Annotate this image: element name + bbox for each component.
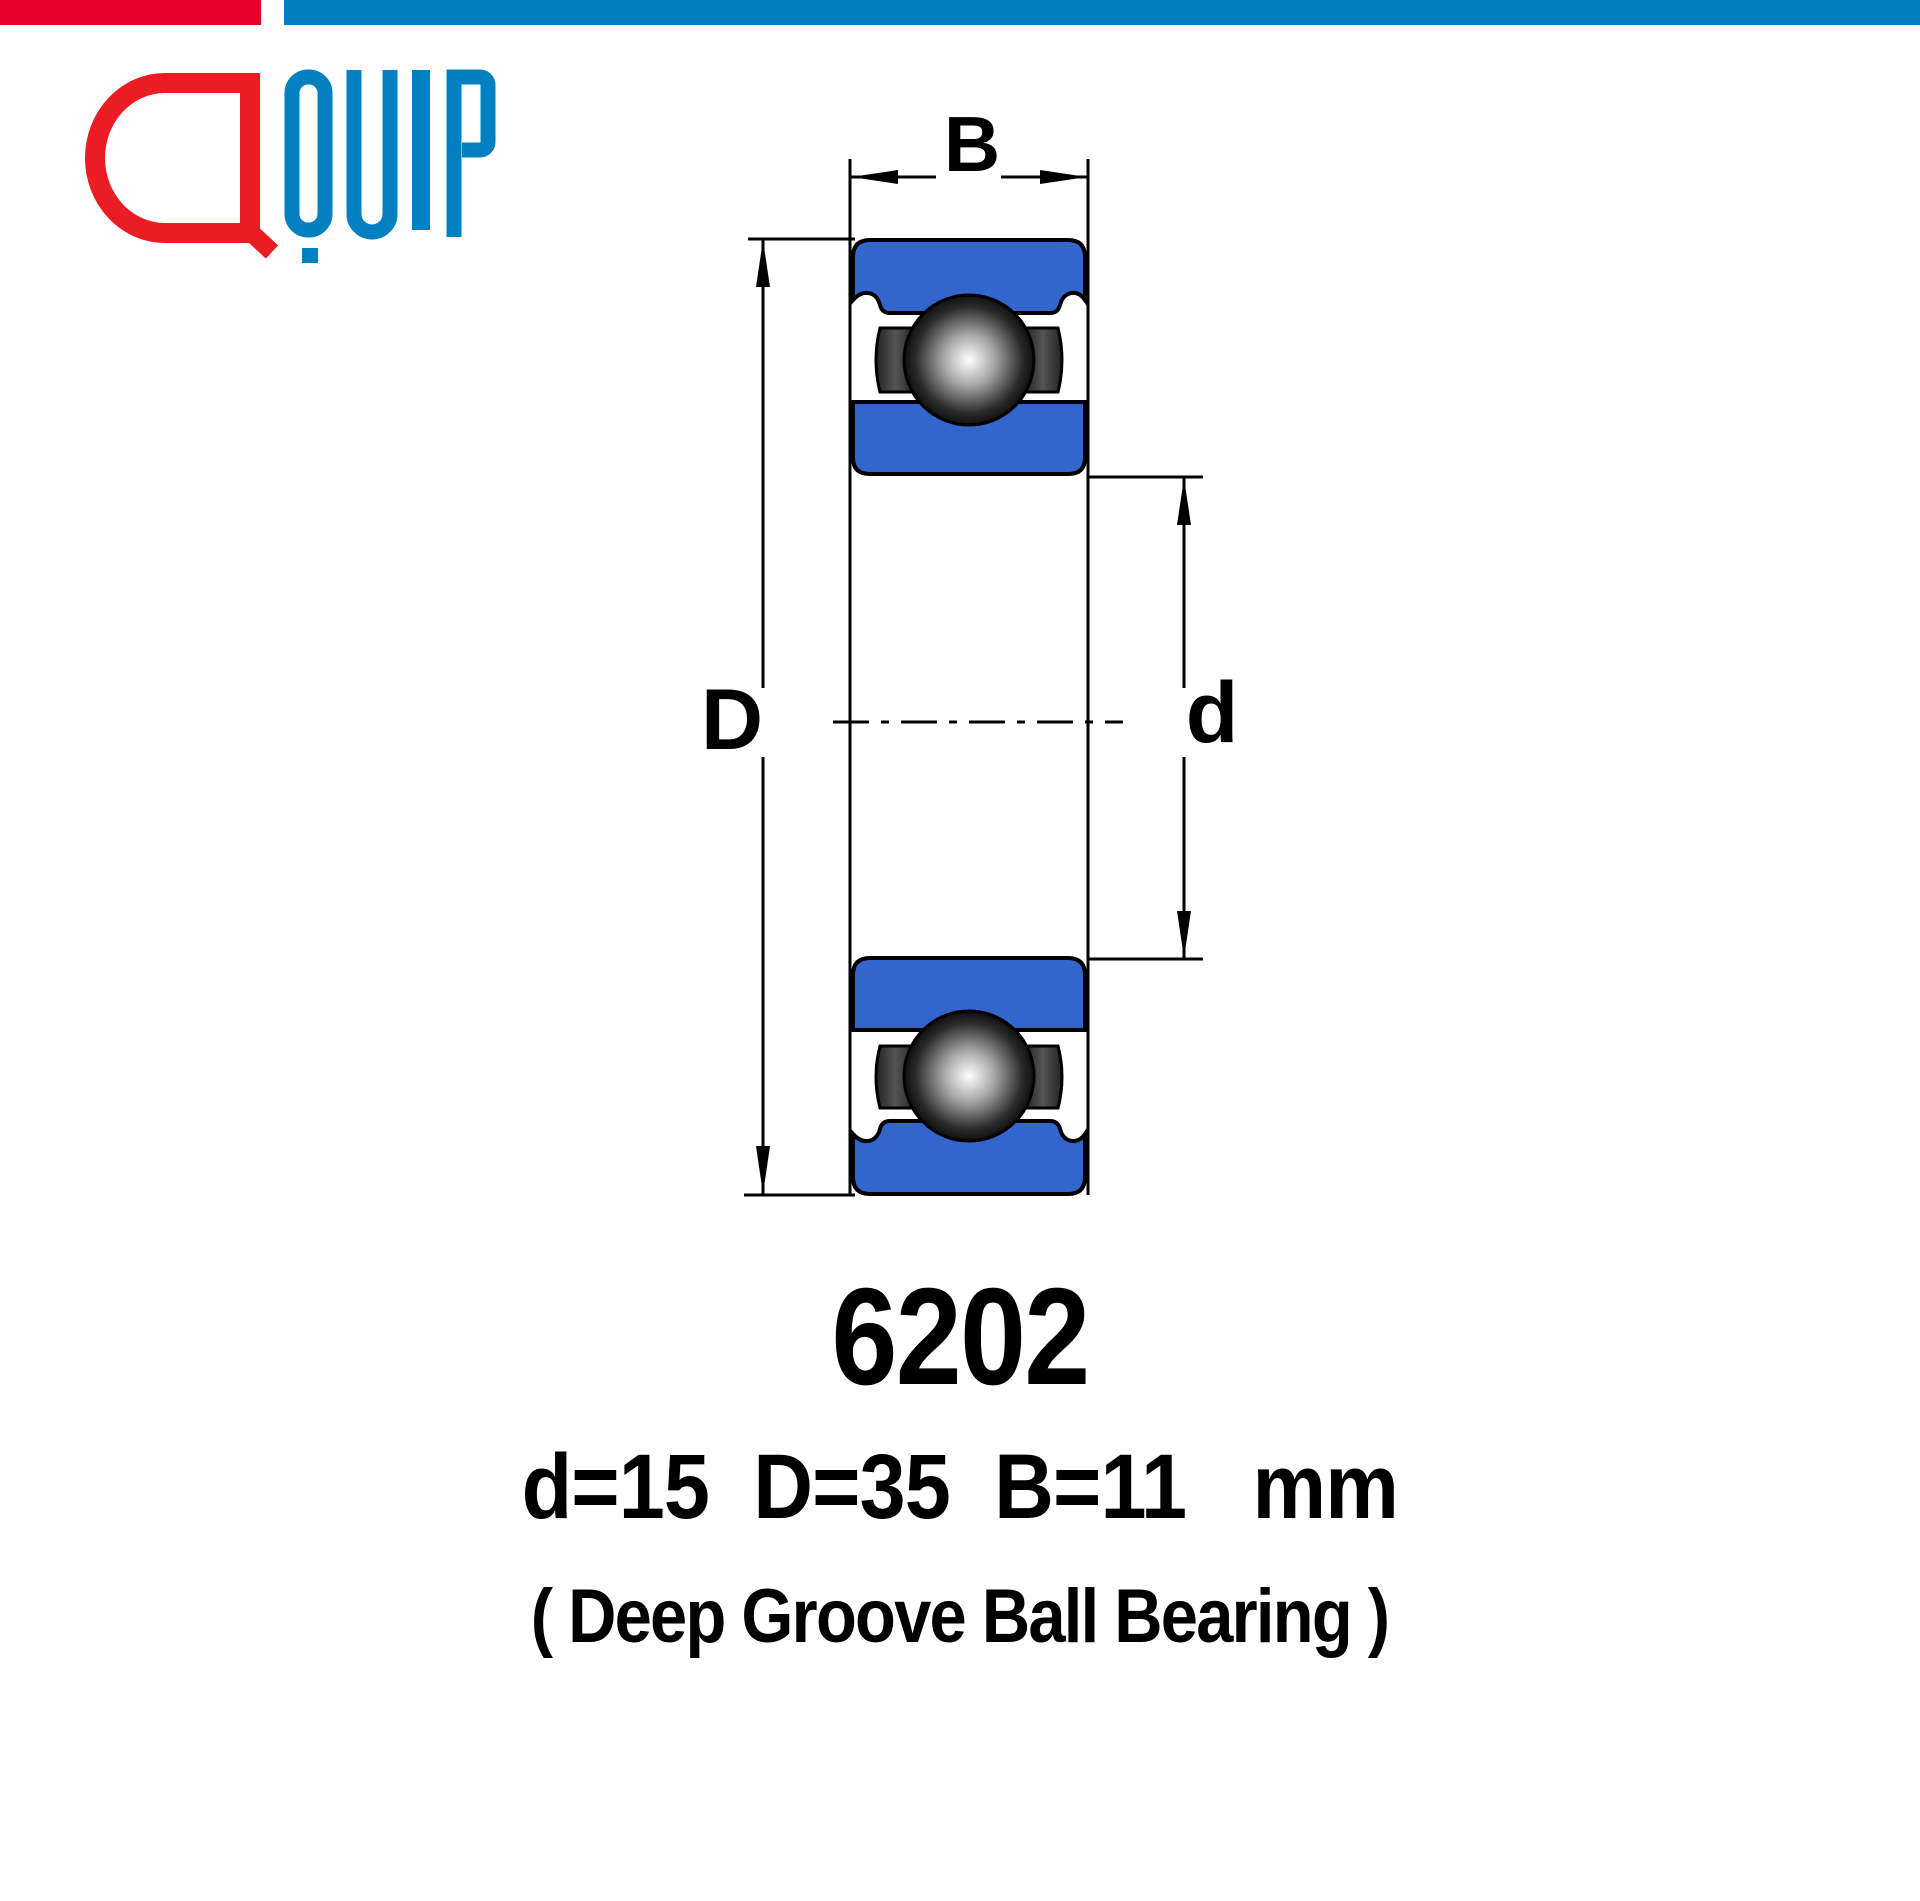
arrow-down-icon — [1177, 911, 1191, 958]
label-d: d — [1186, 665, 1239, 761]
model-number: 6202 — [831, 1260, 1090, 1414]
arrow-left-icon — [851, 170, 898, 184]
quip-logo-icon — [85, 69, 496, 263]
dimensions-line: d=15 D=35 B=11 mm — [521, 1436, 1399, 1538]
bearing-type: ( Deep Groove Ball Bearing ) — [530, 1574, 1390, 1659]
label-D: D — [701, 672, 763, 768]
top-bar-blue — [284, 0, 1920, 25]
bearing-section-top — [851, 238, 1087, 476]
logo-u-icon — [346, 70, 398, 240]
arrow-down-icon — [756, 1146, 770, 1194]
top-bar-red — [0, 0, 261, 25]
label-B: B — [944, 100, 1000, 188]
logo-p-icon — [446, 69, 496, 237]
arrow-right-icon — [1040, 170, 1087, 184]
dimension-lines — [744, 159, 1203, 1197]
ball-icon — [902, 293, 1036, 427]
logo-q-icon — [85, 73, 260, 243]
logo-o-icon — [284, 69, 333, 238]
arrow-up-icon — [1177, 478, 1191, 525]
arrowheads — [756, 170, 1191, 1194]
arrow-up-icon — [756, 240, 770, 287]
bearing-section-bottom — [851, 956, 1087, 1196]
ball-icon — [902, 1009, 1036, 1143]
